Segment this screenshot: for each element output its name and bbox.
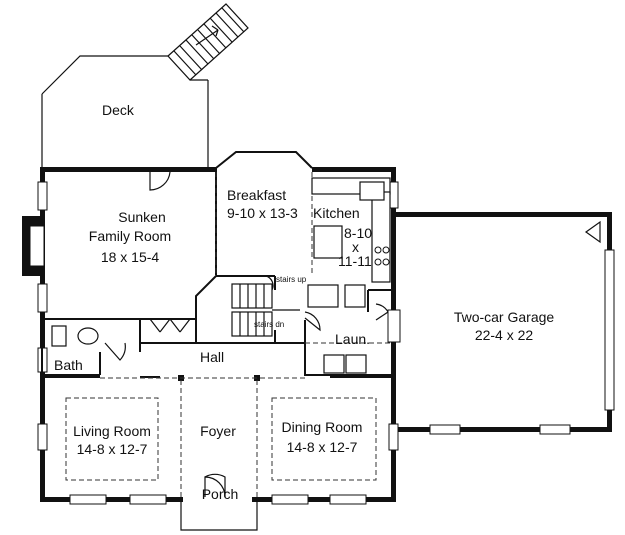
garage-size: 22-4 x 22 bbox=[475, 327, 534, 343]
interior-walls bbox=[41, 172, 391, 497]
living-room-label: Living Room bbox=[73, 423, 151, 439]
interior-stairs bbox=[231, 275, 300, 337]
dining-room-label: Dining Room bbox=[282, 419, 363, 435]
living-room-size: 14-8 x 12-7 bbox=[77, 441, 148, 457]
bath-label: Bath bbox=[54, 357, 83, 373]
deck-label: Deck bbox=[102, 102, 135, 118]
kitchen-size-1: 8-10 bbox=[344, 225, 372, 241]
room-labels: Deck Sunken Family Room 18 x 15-4 Breakf… bbox=[54, 102, 554, 502]
family-room-name-1: Sunken bbox=[118, 209, 165, 225]
kitchen-label: Kitchen bbox=[313, 205, 360, 221]
breakfast-label: Breakfast bbox=[227, 187, 286, 203]
garage-label: Two-car Garage bbox=[454, 309, 555, 325]
hall-label: Hall bbox=[200, 349, 224, 365]
dining-room-size: 14-8 x 12-7 bbox=[287, 439, 358, 455]
family-room-size: 18 x 15-4 bbox=[101, 249, 160, 265]
laundry-label: Laun. bbox=[335, 331, 370, 347]
deck-stairs bbox=[167, 3, 249, 81]
fireplace bbox=[22, 216, 45, 276]
doors bbox=[104, 171, 601, 498]
porch bbox=[180, 502, 258, 531]
deck bbox=[41, 3, 249, 168]
ceiling-outlines bbox=[65, 397, 377, 481]
kitchen-size-2: x bbox=[352, 239, 359, 255]
kitchen-size-3: 11-11 bbox=[338, 253, 372, 269]
foyer-label: Foyer bbox=[200, 423, 236, 439]
family-room-name-2: Family Room bbox=[89, 228, 171, 244]
kitchen-fixtures bbox=[307, 177, 391, 308]
stairs-down-label: stairs dn bbox=[254, 320, 284, 329]
breakfast-size: 9-10 x 13-3 bbox=[227, 205, 298, 221]
stairs-up-label: stairs up bbox=[276, 275, 307, 284]
porch-label: Porch bbox=[202, 486, 239, 502]
fixtures bbox=[51, 325, 367, 374]
